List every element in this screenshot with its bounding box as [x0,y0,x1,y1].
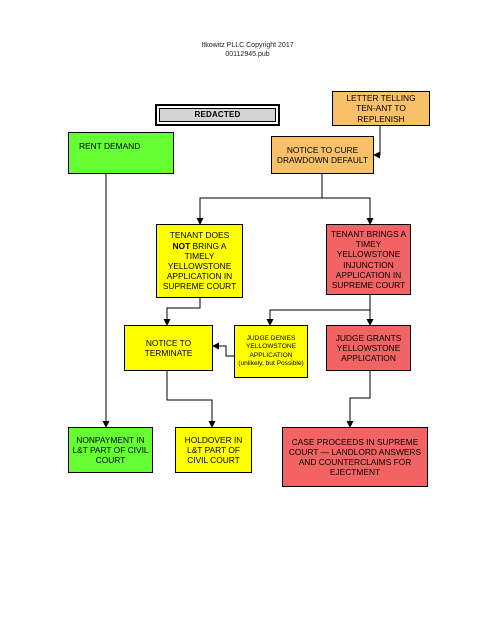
redacted-banner: REDACTED [155,104,280,126]
arrow-terminate-to-holdover [166,371,216,428]
tenant-not-post: BRING A TIMELY YELLOWSTONE APPLICATION I… [162,240,237,292]
notice-cure-box: NOTICE TO CURE DRAWDOWN DEFAULT [271,136,374,174]
copyright-line: Itkowitz PLLC Copyright 2017 [201,42,294,49]
arrow-cure-to-brings [322,197,374,225]
tenant-not-bold: NOT [172,240,191,251]
tenant-not-box: TENANT DOES NOT BRING A TIMELY YELLOWSTO… [156,224,243,298]
notice-terminate-box: NOTICE TO TERMINATE [124,325,213,371]
tenant-brings-box: TENANT BRINGS A TIMEY YELLOWSTONE INJUNC… [326,224,411,295]
case-proceeds-box: CASE PROCEEDS IN SUPREME COURT — LANDLOR… [282,427,428,487]
arrow-not-to-terminate [163,298,201,326]
tenant-not-text: TENANT DOES NOT BRING A TIMELY YELLOWSTO… [160,230,239,291]
nonpayment-box: NONPAYMENT IN L&T PART OF CIVIL COURT [68,427,153,473]
holdover-box: HOLDOVER IN L&T PART OF CIVIL COURT [175,427,252,473]
file-number: 00112945.pub [225,51,270,58]
arrow-brings-split [266,295,371,326]
letter-box: LETTER TELLING TEN-ANT TO REPLENISH [332,91,430,126]
judge-denies-box: JUDGE DENIES YELLOWSTONE APPLICATION (un… [234,325,308,378]
redacted-label: REDACTED [159,108,276,122]
arrow-cure-to-split [196,174,323,225]
arrow-letter-to-cure [373,126,381,159]
judge-grants-box: JUDGE GRANTS YELLOWSTONE APPLICATION [326,325,411,371]
arrow-grants-to-case [346,371,371,428]
rent-demand-box: RENT DEMAND [68,132,174,174]
arrow-denies-to-terminate [212,342,234,357]
tenant-not-pre: TENANT DOES [169,230,230,241]
